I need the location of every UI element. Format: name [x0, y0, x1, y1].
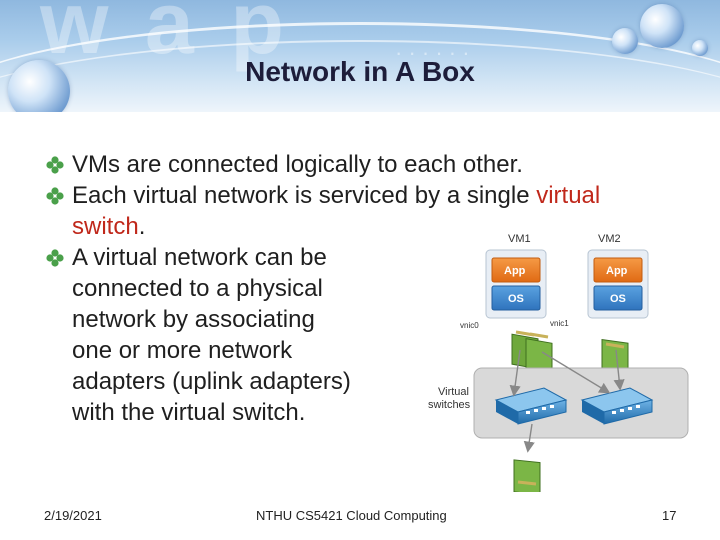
bullet-text-3-line-5: adapters (uplink adapters): [72, 368, 351, 395]
vm2-app-label: App: [606, 265, 628, 277]
vm2-label: VM2: [598, 233, 621, 245]
virtual-network-diagram: VM1 VM2 App OS App OS vnic0 vnic1: [428, 233, 689, 492]
footer-date: 2/19/2021: [44, 508, 102, 523]
vm1-label: VM1: [508, 233, 531, 245]
network-card-icon: [601, 339, 629, 374]
orb-icon-left: [8, 60, 70, 112]
vm1-app-label: App: [504, 265, 526, 277]
vm1-os-label: OS: [508, 293, 524, 305]
bullet-text-3-line-1: A virtual network can be: [72, 244, 327, 271]
vnic1-label: vnic1: [550, 319, 569, 328]
network-card-icon: [513, 459, 541, 492]
orb-icon-right-tiny: [692, 40, 708, 56]
connection-arrows: [509, 349, 625, 453]
bullet-item-3: A virtual network can be connected to a …: [44, 242, 704, 428]
orb-icon-right-small: [612, 28, 638, 54]
virtual-switches-label-line-1: Virtual: [438, 386, 469, 398]
header-banner: w a p · · · · · ·: [0, 0, 720, 112]
banner-swoosh-decoration: [0, 22, 720, 112]
vm2-os-label: OS: [610, 293, 626, 305]
bullet-text-2-end: .: [138, 213, 146, 240]
bullet-text-3-line-3: network by associating: [72, 306, 315, 333]
highlight-switch: switch: [72, 213, 139, 240]
footer-page-number: 17: [662, 508, 677, 523]
virtual-switch-icon: [580, 387, 654, 425]
banner-swoosh-decoration-2: [0, 40, 720, 112]
virtual-switches-label-line-2: switches: [428, 399, 471, 411]
vm1-box: App OS: [485, 249, 547, 319]
bullet-list: VMs are connected logically to each othe…: [44, 149, 704, 428]
virtual-switch-icon: [494, 387, 568, 425]
bullet-text-2: Each virtual network is serviced by a si…: [72, 182, 537, 209]
bullet-item-2: Each virtual network is serviced by a si…: [44, 180, 704, 242]
bullet-item-1: VMs are connected logically to each othe…: [44, 149, 704, 180]
bullet-text-3-line-2: connected to a physical: [72, 275, 323, 302]
bullet-text-3-line-4: one or more network: [72, 337, 293, 364]
diamond-bullet-icon: [46, 187, 64, 205]
bullet-text-1: VMs are connected logically to each othe…: [72, 151, 523, 178]
slide-title: Network in A Box: [245, 56, 475, 87]
vm2-box: App OS: [587, 249, 649, 319]
diamond-bullet-icon: [46, 249, 64, 267]
highlight-virtual: virtual: [536, 182, 601, 209]
footer-course: NTHU CS5421 Cloud Computing: [256, 508, 447, 523]
bullet-text-3-line-6: with the virtual switch.: [72, 399, 306, 426]
orb-icon-right-large: [640, 4, 684, 48]
vnic0-label: vnic0: [460, 321, 479, 330]
diamond-bullet-icon: [46, 156, 64, 174]
